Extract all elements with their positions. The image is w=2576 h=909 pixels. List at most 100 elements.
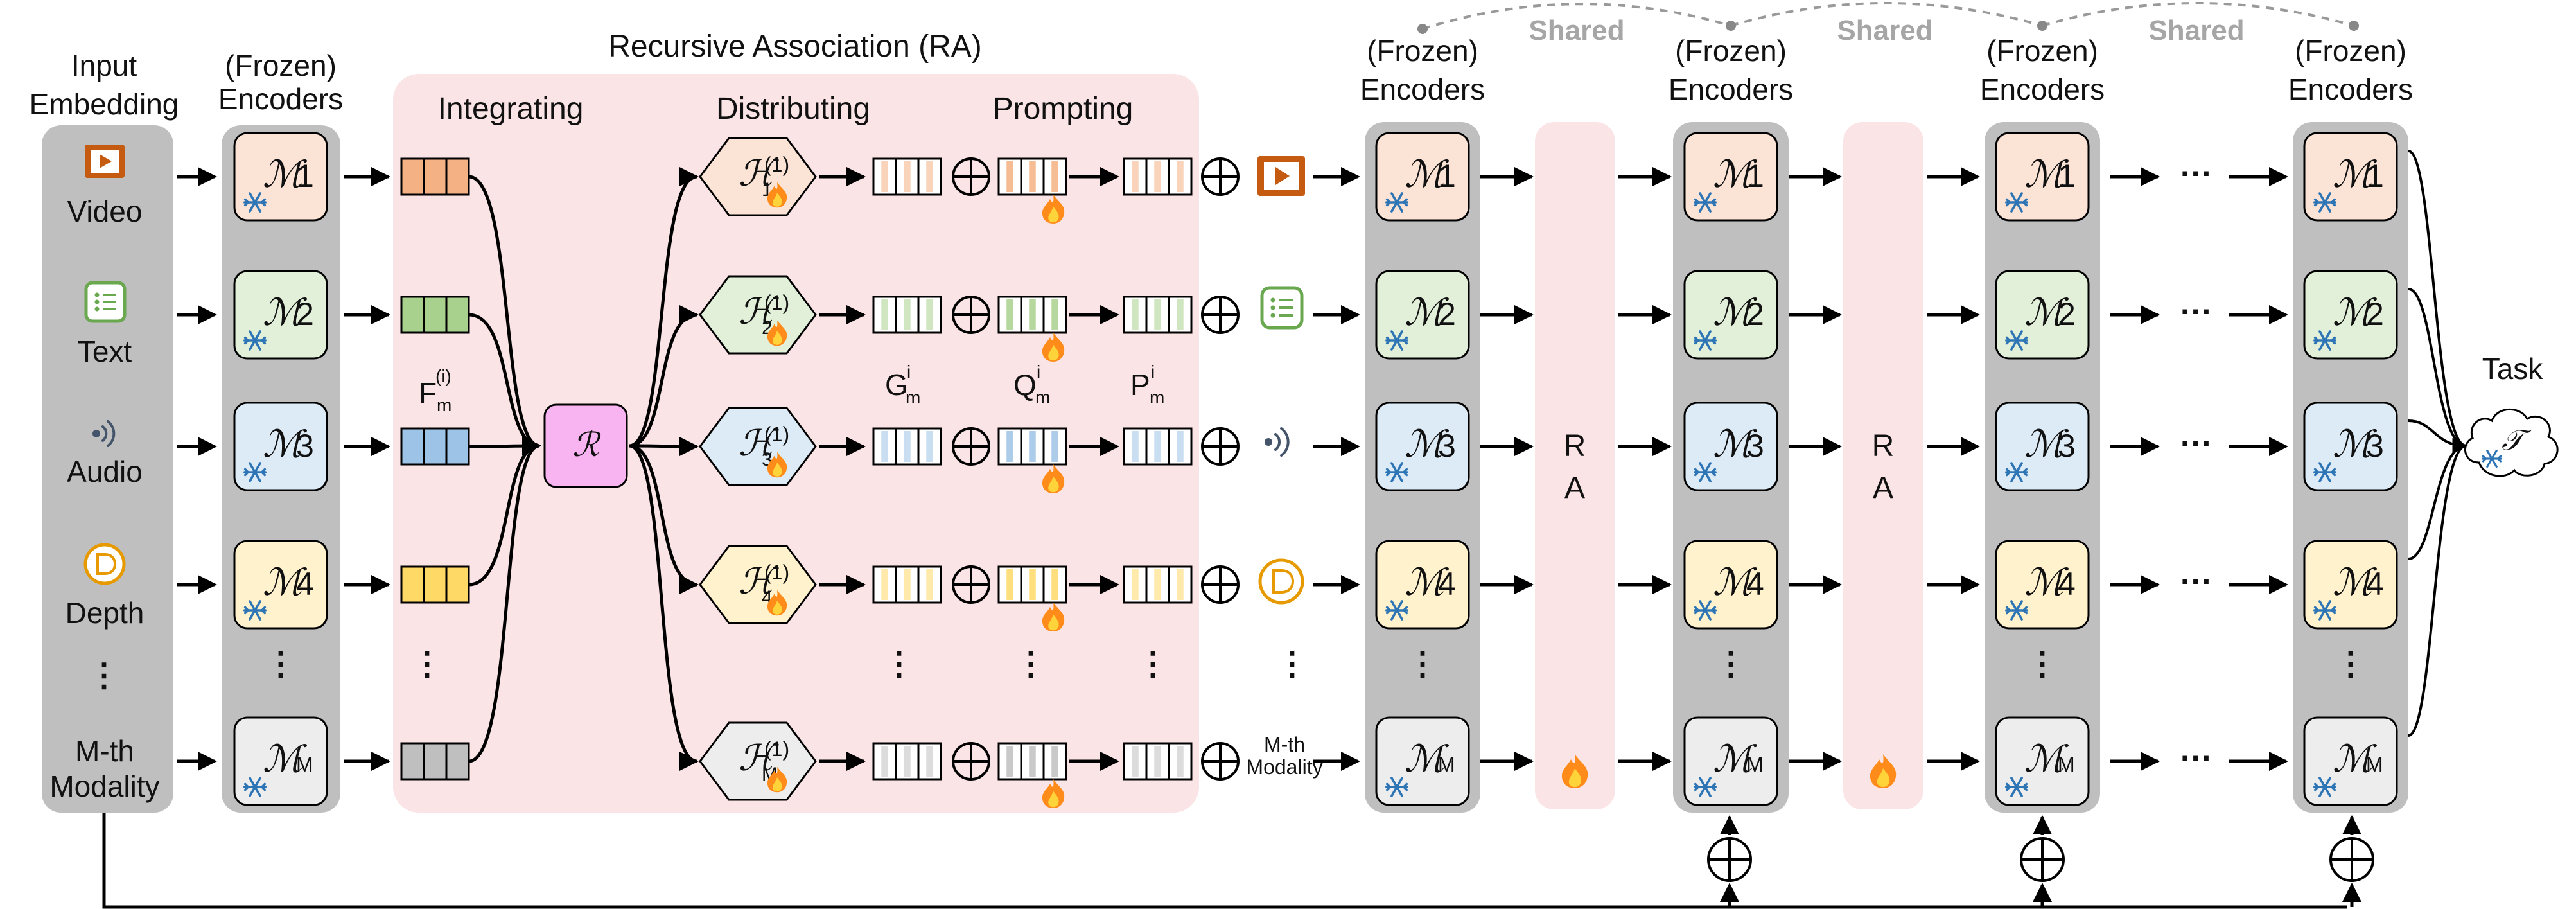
- frozen-label-4b: Encoders: [1980, 73, 2105, 106]
- frozen-label-3a: (Frozen): [1675, 34, 1787, 67]
- feature-p-row-3-cell-fill-2: [1177, 569, 1184, 600]
- col-ellipsis-1: ⋮: [411, 646, 443, 682]
- encoder-3-row-1-index: 2: [1746, 296, 1764, 332]
- feature-q-row-0-cell-fill-1: [1029, 161, 1036, 192]
- input-column: [42, 125, 173, 813]
- video-icon-right: [1257, 156, 1305, 196]
- right-ellipsis: ⋮: [1276, 646, 1308, 682]
- shared-label-3: Shared: [2148, 15, 2244, 46]
- encoder-4-row-4-symbol: ℳ: [2024, 737, 2069, 781]
- ra-column-2: [1843, 122, 1923, 809]
- encoder-2-row-4-symbol: ℳ: [1405, 737, 1450, 781]
- ra-col1-r: R: [1564, 429, 1586, 463]
- encoder-1-row-2-symbol: ℳ: [263, 422, 308, 466]
- feature-p-row-2-cell-fill-0: [1132, 431, 1139, 462]
- frozen-label-2b: Encoders: [1360, 73, 1485, 106]
- feature-p-row-1-cell-fill-0: [1132, 299, 1139, 330]
- task-cloud: 𝒯: [2464, 408, 2559, 477]
- encoder-4-row-2-index: 3: [2058, 428, 2076, 464]
- ra-col2-r: R: [1872, 429, 1895, 463]
- feature-q-row-4-cell-fill-2: [1051, 746, 1058, 777]
- shared-label-2: Shared: [1837, 15, 1932, 46]
- col-ellipsis-2: ⋮: [883, 646, 915, 682]
- feature-f-row-2-cell-2: [445, 427, 470, 466]
- encoder-1-row-0-index: 1: [296, 158, 314, 194]
- curve-task-0: [2408, 150, 2468, 454]
- feature-q-row-4-cell-fill-1: [1029, 746, 1036, 777]
- input-label-audio: Audio: [67, 455, 143, 488]
- encoder-1-row-1-index: 2: [296, 296, 314, 332]
- hub-h-row-4-sup: (1): [764, 737, 789, 761]
- feature-f-row-0-cell-1: [423, 157, 448, 196]
- feature-q-row-2-cell-fill-2: [1051, 431, 1058, 462]
- feature-f-row-4-cell-0: [400, 742, 425, 781]
- feature-g-row-1-cell-fill-2: [926, 299, 933, 330]
- feature-f-row-3-cell-2: [445, 565, 470, 604]
- svg-text:Q: Q: [1013, 368, 1037, 402]
- ra-col1-a: A: [1564, 471, 1585, 505]
- encoder-5-row-3-index: 4: [2366, 566, 2384, 602]
- encoder-2-row-1-symbol: ℳ: [1405, 290, 1450, 334]
- feature-f-row-1-cell-2: [445, 296, 470, 334]
- feature-g-row-0-cell-fill-0: [881, 161, 888, 192]
- encoder-2-row-0-symbol: ℳ: [1405, 152, 1450, 196]
- frozen-label-1a: (Frozen): [225, 49, 337, 82]
- feature-g-row-3-cell-fill-1: [904, 569, 911, 600]
- col-ellipsis-0: ⋮: [265, 646, 297, 682]
- curve-hub-h-1: [629, 305, 699, 448]
- feature-f-row-2-cell-1: [423, 427, 448, 466]
- ellipsis-row-2: ···: [2180, 425, 2212, 461]
- depth-icon: [83, 543, 126, 585]
- frozen-label-3b: Encoders: [1669, 73, 1793, 106]
- input-ellipsis: ⋮: [88, 657, 120, 693]
- encoder-3-row-3-index: 4: [1746, 566, 1764, 602]
- input-title-line2: Embedding: [30, 87, 179, 121]
- encoder-3-row-3-symbol: ℳ: [1713, 560, 1758, 604]
- association-hub-symbol: ℛ: [572, 426, 601, 464]
- svg-text:m: m: [906, 387, 920, 407]
- feature-f-row-0-cell-2: [445, 157, 470, 196]
- input-label-mth-1: M-th: [75, 734, 134, 768]
- feature-q-row-3-cell-fill-0: [1006, 569, 1013, 600]
- shared-dot-3: [2037, 21, 2047, 31]
- task-label: Task: [2482, 352, 2544, 385]
- hub-h-row-0-sup: (1): [764, 153, 789, 176]
- curve-hub-h-4: [629, 444, 699, 771]
- feature-q-row-2-cell-fill-1: [1029, 431, 1036, 462]
- svg-text:i: i: [1037, 362, 1040, 382]
- label-f: F m (i): [419, 366, 451, 415]
- encoder-4-row-3-index: 4: [2058, 566, 2076, 602]
- encoder-3-row-1-symbol: ℳ: [1713, 290, 1758, 334]
- svg-text:m: m: [1150, 387, 1164, 407]
- encoder-1-row-4-index: M: [296, 753, 313, 776]
- encoder-5-row-4-symbol: ℳ: [2333, 737, 2378, 781]
- ellipsis-row-3: ···: [2180, 563, 2212, 599]
- encoder-1-row-1-symbol: ℳ: [263, 290, 308, 334]
- feature-g-row-0-cell-fill-2: [926, 161, 933, 192]
- input-label-text: Text: [78, 335, 132, 368]
- svg-text:i: i: [907, 362, 911, 382]
- encoder-4-row-4-index: M: [2058, 753, 2075, 776]
- encoder-2-row-0-index: 1: [1438, 158, 1456, 194]
- encoder-4-row-2-symbol: ℳ: [2024, 422, 2069, 466]
- encoder-2-row-1-index: 2: [1438, 296, 1456, 332]
- feature-q-row-3-cell-fill-1: [1029, 569, 1036, 600]
- encoder-1-row-3-index: 4: [296, 566, 314, 602]
- encoder-4-row-1-index: 2: [2058, 296, 2076, 332]
- hub-h-row-1-sup: (1): [764, 291, 789, 314]
- feature-q-row-1-cell-fill-1: [1029, 299, 1036, 330]
- encoder-5-row-1-index: 2: [2366, 296, 2384, 332]
- right-label-mth-1: M-th: [1264, 733, 1305, 756]
- encoder-4-row-0-index: 1: [2058, 158, 2076, 194]
- hub-h-row-2-symbol: ℋ: [739, 423, 779, 464]
- feature-p-row-0-cell-fill-1: [1154, 161, 1161, 192]
- prompting-label: Prompting: [993, 92, 1134, 126]
- shared-dot-2: [1726, 21, 1736, 31]
- feature-q-row-0-cell-fill-2: [1051, 161, 1058, 192]
- encoder-3-row-0-symbol: ℳ: [1713, 152, 1758, 196]
- feature-f-row-4-cell-1: [423, 742, 448, 781]
- svg-text:m: m: [1035, 387, 1050, 407]
- feature-p-row-4-cell-fill-2: [1177, 746, 1184, 777]
- ra-col2-a: A: [1873, 471, 1893, 505]
- curve-hub-h-3: [629, 444, 699, 594]
